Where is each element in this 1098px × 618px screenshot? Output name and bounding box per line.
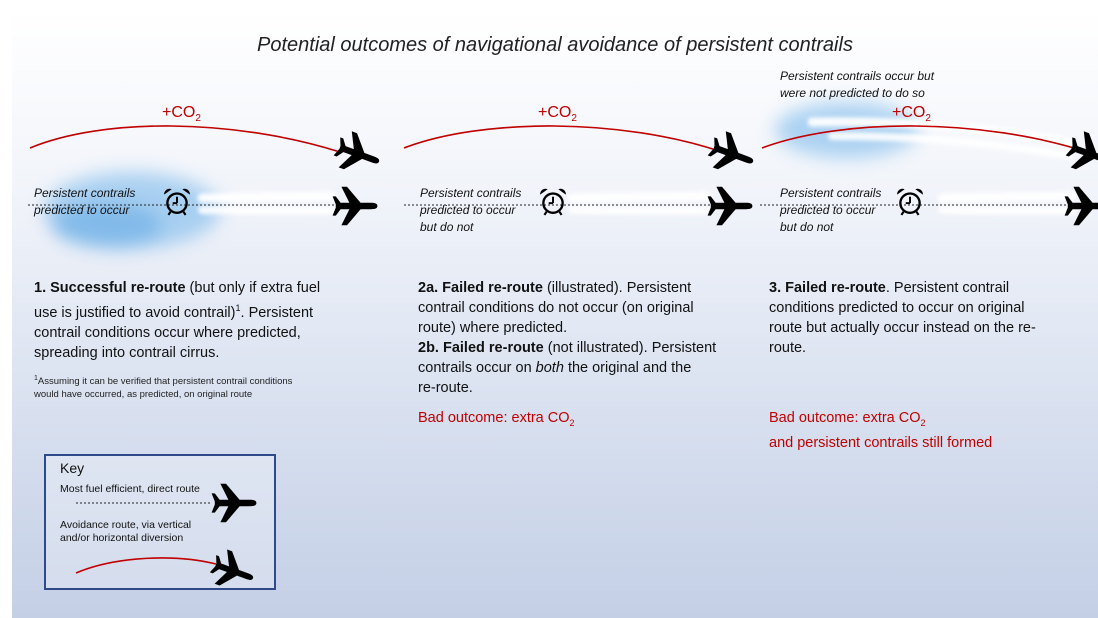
panel3-alarm-clock-icon — [895, 187, 925, 216]
contrail-trails — [197, 117, 1077, 215]
panel3-co2-label: +CO2 — [892, 104, 931, 125]
panel1-contrail-label: Persistent contrails predicted to occur — [34, 186, 136, 217]
panel3-bad-outcome: Bad outcome: extra CO2 and persistent co… — [769, 410, 993, 451]
key-graphics — [75, 483, 260, 588]
panel1-description: 1. Successful re-route (but only if extr… — [34, 280, 321, 361]
panel3-reroute-plane-icon — [1062, 128, 1098, 180]
panel1-direct-plane-icon — [332, 186, 378, 226]
key-direct-plane-icon — [211, 483, 257, 523]
panel1-contrail-cloud — [44, 172, 220, 248]
legend-key: Key Most fuel efficient, direct route Av… — [44, 454, 276, 590]
diagram-slide: Potential outcomes of navigational avoid… — [12, 10, 1098, 618]
key-avoid-label: Avoidance route, via vertical and/or hor… — [60, 519, 192, 544]
panel1-co2-label: +CO2 — [162, 104, 201, 125]
panel2-description: 2a. Failed re-route (illustrated). Persi… — [418, 280, 717, 396]
key-avoid-plane-icon — [206, 546, 260, 588]
panel3-contrail-label: Persistent contrails predicted to occur … — [780, 186, 882, 234]
key-title: Key — [60, 460, 85, 476]
panel3-contrail-cloud — [775, 102, 919, 158]
panel3-description: 3. Failed re-route. Persistent contrail … — [769, 280, 1036, 356]
panel2-co2-label: +CO2 — [538, 104, 577, 125]
diagram-graphics — [28, 102, 1098, 248]
panel2-bad-outcome: Bad outcome: extra CO2 — [418, 410, 575, 428]
panel1-footnote: 1Assuming it can be verified that persis… — [34, 375, 293, 401]
panel2-reroute-plane-icon — [704, 128, 760, 180]
panel1-reroute-plane-icon — [330, 128, 386, 180]
panel3-top-label: Persistent contrails occur but were not … — [780, 69, 935, 100]
panel2-contrail-label: Persistent contrails predicted to occur … — [420, 186, 522, 234]
panel2-alarm-clock-icon — [538, 187, 568, 216]
avoidance-routes — [29, 125, 1088, 153]
key-direct-label: Most fuel efficient, direct route — [60, 483, 200, 495]
panel2-direct-plane-icon — [707, 186, 753, 226]
diagram-title: Potential outcomes of navigational avoid… — [257, 34, 853, 56]
